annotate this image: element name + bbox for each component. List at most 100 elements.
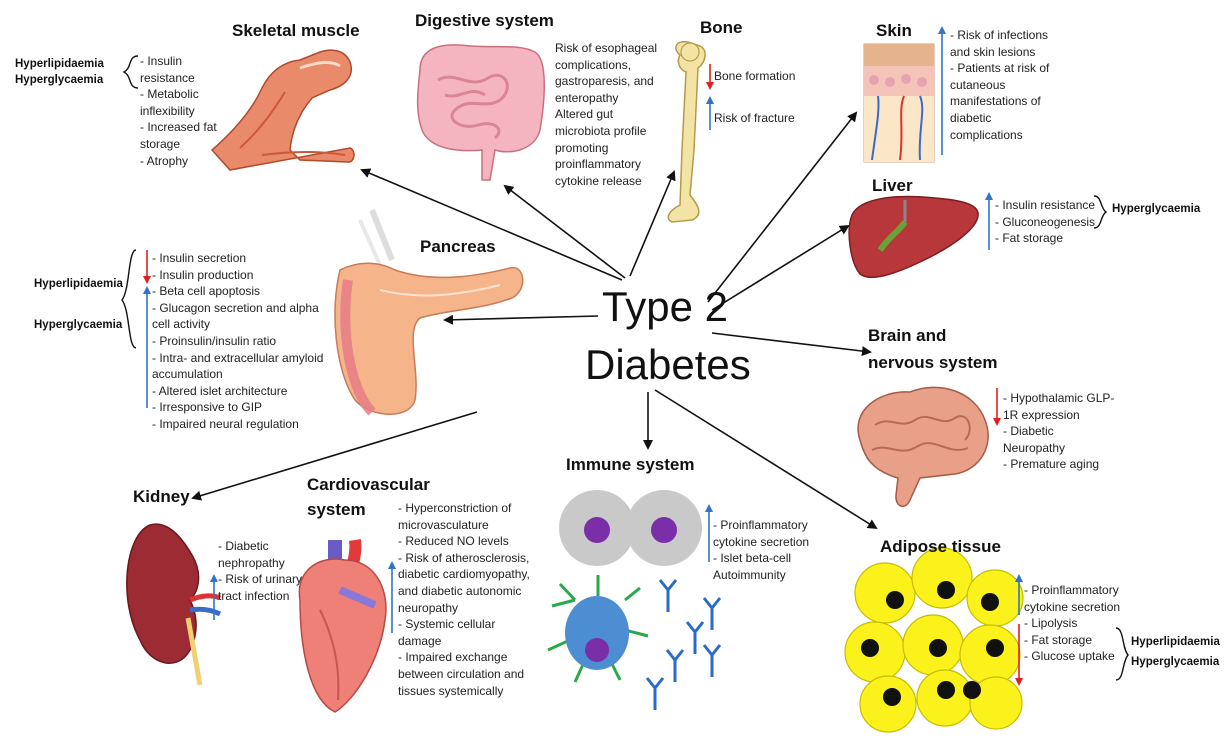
- effect-line: Neuropathy: [1003, 440, 1114, 457]
- arrow-to-skin: [708, 113, 856, 302]
- effect-line: - Risk of infections: [950, 27, 1049, 44]
- effect-line: storage: [140, 136, 217, 153]
- effect-line: - Insulin production: [152, 267, 323, 284]
- adipose-title: Adipose tissue: [880, 537, 1001, 557]
- effect-line: and skin lesions: [950, 44, 1049, 61]
- bone-title: Bone: [700, 18, 743, 38]
- effect-line: tissues systemically: [398, 683, 530, 700]
- immune-title: Immune system: [566, 455, 695, 475]
- adipose-conditions: Hyperlipidaemia Hyperglycaemia: [1131, 632, 1220, 672]
- brain-effects: - Hypothalamic GLP- 1R expression - Diab…: [1003, 390, 1114, 473]
- effect-line: enteropathy: [555, 90, 657, 107]
- effect-line: - Premature aging: [1003, 456, 1114, 473]
- effect-line: diabetic cardiomyopathy,: [398, 566, 530, 583]
- effect-line: nephropathy: [218, 555, 302, 572]
- skeletal-brace: [124, 56, 138, 88]
- adipose-illustration: [845, 548, 1023, 732]
- kidney-illustration: [127, 524, 220, 685]
- effect-line: - Atrophy: [140, 153, 217, 170]
- effect-line: between circulation and: [398, 666, 530, 683]
- effect-line: cytokine secretion: [713, 534, 809, 551]
- effect-line: - Hypothalamic GLP-: [1003, 390, 1114, 407]
- effect-line: - Increased fat: [140, 119, 217, 136]
- liver-title: Liver: [872, 176, 913, 196]
- effect-line: - Insulin resistance: [995, 197, 1095, 214]
- effect-line: tract infection: [218, 588, 302, 605]
- effect-line: complications,: [555, 57, 657, 74]
- center-title-line2: Diabetes: [585, 336, 745, 394]
- effect-line: Autoimmunity: [713, 567, 809, 584]
- effect-line: damage: [398, 633, 530, 650]
- bone-illustration: [668, 42, 705, 222]
- effect-line: promoting: [555, 140, 657, 157]
- condition-label: Hyperglycaemia: [1131, 652, 1220, 672]
- kidney-title: Kidney: [133, 487, 190, 507]
- bone-up-effect: Risk of fracture: [714, 110, 795, 127]
- liver-condition: Hyperglycaemia: [1112, 203, 1200, 215]
- heart-illustration: [299, 540, 386, 712]
- effect-line: - Gluconeogenesis: [995, 214, 1095, 231]
- pancreas-title: Pancreas: [420, 237, 496, 257]
- adipose-effects: - Proinflammatory cytokine secretion - L…: [1024, 582, 1120, 665]
- effect-line: - Beta cell apoptosis: [152, 283, 323, 300]
- bone-down-effect: Bone formation: [714, 68, 795, 85]
- effect-line: diabetic: [950, 110, 1049, 127]
- effect-line: cytokine secretion: [1024, 599, 1120, 616]
- effect-line: - Hyperconstriction of: [398, 500, 530, 517]
- arrow-to-pancreas: [445, 316, 598, 320]
- effect-line: - Risk of urinary: [218, 571, 302, 588]
- cardio-title-line1: Cardiovascular: [307, 472, 430, 497]
- effect-line: - Insulin secretion: [152, 250, 323, 267]
- condition-label: Hyperglycaemia: [15, 72, 104, 88]
- arm-muscle-illustration: [212, 50, 354, 170]
- effect-line: inflexibility: [140, 103, 217, 120]
- effect-line: - Glucose uptake: [1024, 648, 1120, 665]
- skin-illustration: [864, 44, 934, 162]
- effect-line: accumulation: [152, 366, 323, 383]
- effect-line: - Fat storage: [1024, 632, 1120, 649]
- skin-title: Skin: [876, 21, 912, 41]
- liver-effects: - Insulin resistance - Gluconeogenesis -…: [995, 197, 1095, 247]
- condition-label: Hyperlipidaemia: [15, 56, 104, 72]
- condition-label: Hyperlipidaemia: [34, 278, 123, 290]
- effect-line: microbiota profile: [555, 123, 657, 140]
- arrow-to-digestive: [505, 186, 625, 278]
- effect-line: - Systemic cellular: [398, 616, 530, 633]
- effect-line: 1R expression: [1003, 407, 1114, 424]
- skeletal-muscle-title: Skeletal muscle: [232, 21, 360, 41]
- brain-title: Brain and nervous system: [868, 322, 997, 376]
- effect-line: - Proinflammatory: [1024, 582, 1120, 599]
- effect-line: - Intra- and extracellular amyloid: [152, 350, 323, 367]
- center-title: Type 2 Diabetes: [585, 278, 745, 394]
- effect-line: - Glucagon secretion and alpha: [152, 300, 323, 317]
- effect-line: - Islet beta-cell: [713, 550, 809, 567]
- skeletal-conditions: Hyperlipidaemia Hyperglycaemia: [15, 56, 104, 88]
- condition-label: Hyperglycaemia: [34, 319, 122, 331]
- effect-line: - Impaired neural regulation: [152, 416, 323, 433]
- effect-line: manifestations of: [950, 93, 1049, 110]
- effect-line: - Metabolic: [140, 86, 217, 103]
- liver-illustration: [849, 197, 978, 278]
- liver-brace: [1094, 196, 1106, 228]
- effect-line: - Reduced NO levels: [398, 533, 530, 550]
- digestive-system-title: Digestive system: [415, 11, 554, 31]
- effect-line: proinflammatory: [555, 156, 657, 173]
- effect-line: resistance: [140, 70, 217, 87]
- immune-cells-illustration: [548, 490, 720, 710]
- brain-title-line2: nervous system: [868, 349, 997, 376]
- effect-line: - Impaired exchange: [398, 649, 530, 666]
- effect-line: - Patients at risk of: [950, 60, 1049, 77]
- pancreas-brace: [122, 250, 136, 348]
- pancreas-effects: - Insulin secretion - Insulin production…: [152, 250, 323, 433]
- effect-line: and diabetic autonomic: [398, 583, 530, 600]
- brain-title-line1: Brain and: [868, 322, 997, 349]
- effect-line: - Proinflammatory: [713, 517, 809, 534]
- effect-line: - Altered islet architecture: [152, 383, 323, 400]
- immune-effects: - Proinflammatory cytokine secretion - I…: [713, 517, 809, 583]
- effect-line: complications: [950, 127, 1049, 144]
- effect-line: - Diabetic: [1003, 423, 1114, 440]
- effect-line: Altered gut: [555, 106, 657, 123]
- effect-line: neuropathy: [398, 600, 530, 617]
- effect-line: - Diabetic: [218, 538, 302, 555]
- effect-line: - Lipolysis: [1024, 615, 1120, 632]
